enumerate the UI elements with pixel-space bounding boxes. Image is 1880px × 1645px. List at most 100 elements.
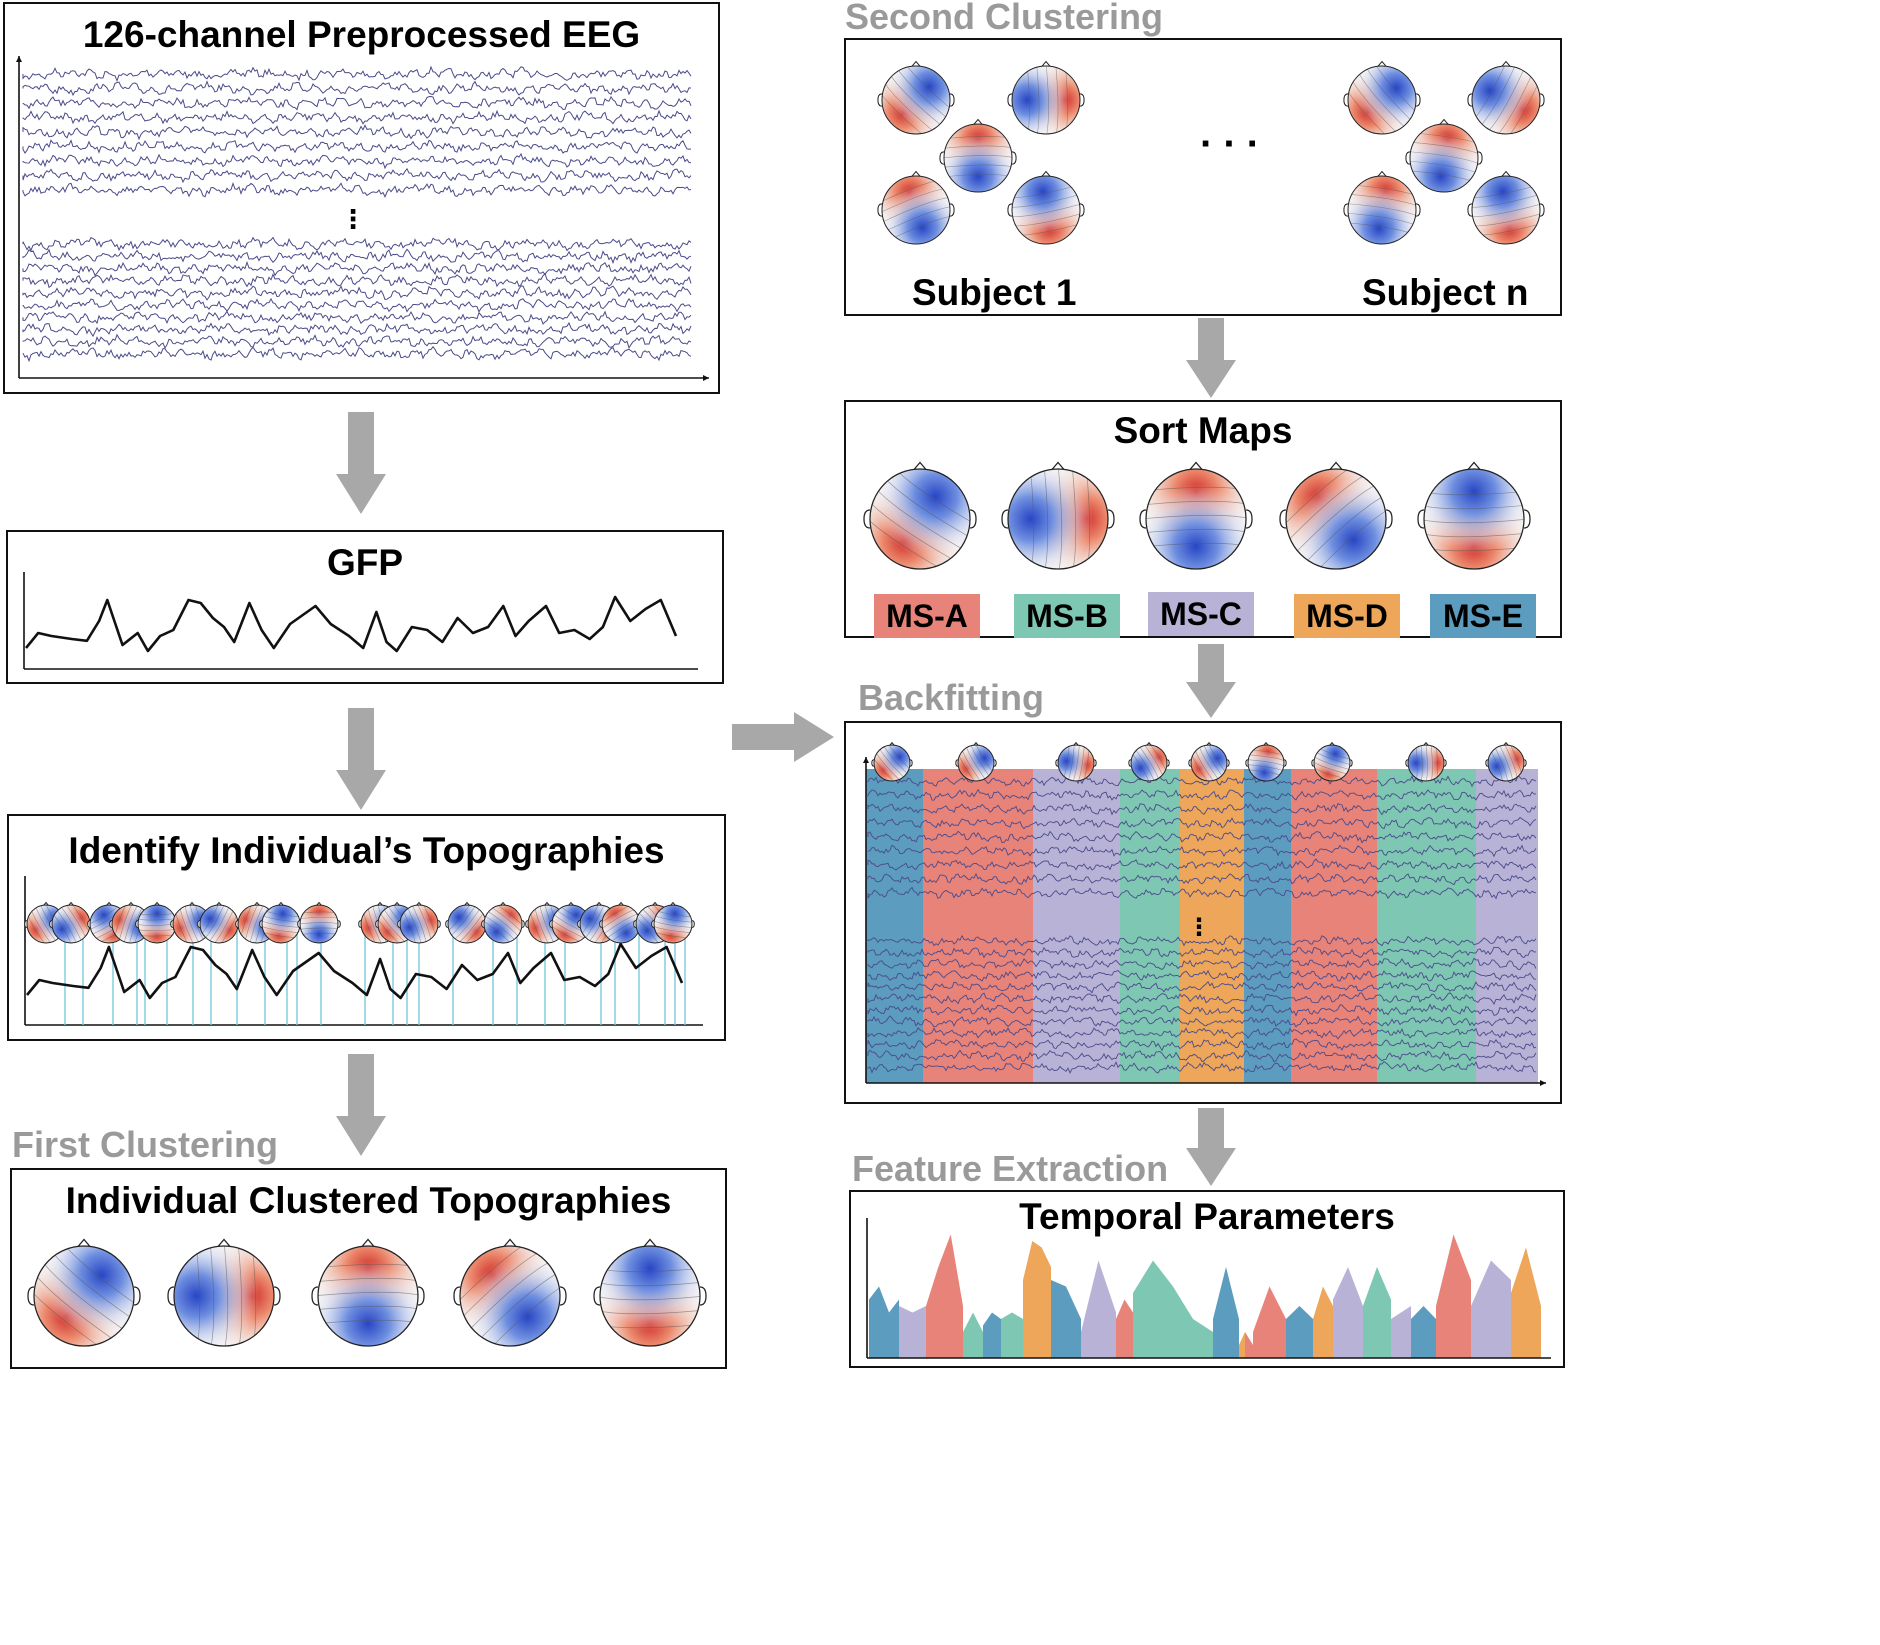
- eeg-channel-trace: [867, 788, 1537, 801]
- eeg-channel-trace: [22, 139, 692, 154]
- temporal-area: [1333, 1267, 1363, 1358]
- temporal-area: [1391, 1306, 1411, 1358]
- eeg-channel-trace: [867, 957, 1537, 971]
- identify-topographies: [24, 876, 703, 1026]
- clustered-topographies: [27, 1238, 707, 1347]
- subjects-ellipsis: ···: [1200, 122, 1270, 166]
- eeg-channel-trace: [867, 872, 1537, 886]
- second-clustering-panel: Subject 1 Subject n ···: [844, 38, 1562, 316]
- eeg-channel-trace: [867, 969, 1537, 982]
- eeg-channel-trace: [22, 321, 692, 338]
- eeg-channel-trace: [22, 284, 692, 301]
- temporal-area: [1436, 1234, 1471, 1358]
- temporal-area: [963, 1312, 983, 1358]
- eeg-channel-trace: [867, 946, 1537, 959]
- arrow-down-6: [1186, 1108, 1236, 1186]
- peak-topography: [481, 901, 525, 944]
- arrow-down-2: [336, 708, 386, 810]
- eeg-traces: [16, 56, 709, 381]
- ms-d-chip: MS-D: [1294, 594, 1400, 638]
- arrow-down-5: [1186, 644, 1236, 718]
- backfitting-panel: ⋮: [844, 721, 1562, 1104]
- arrow-down-1: [336, 412, 386, 514]
- identify-panel-title: Identify Individual’s Topographies: [68, 830, 665, 871]
- eeg-channel-trace: [867, 992, 1537, 1005]
- arrow-down-3: [336, 1054, 386, 1156]
- eeg-channel-trace: [867, 844, 1537, 858]
- backfit-map: [1311, 741, 1353, 782]
- temporal-area: [899, 1306, 926, 1358]
- second-clustering-label: Second Clustering: [845, 0, 1164, 37]
- subject-1-map: [939, 118, 1017, 193]
- eeg-channel-trace: [867, 858, 1537, 872]
- eeg-channel-trace: [867, 802, 1537, 816]
- eeg-channel-trace: [867, 1061, 1537, 1074]
- eeg-channel-trace: [22, 181, 692, 198]
- gfp-panel: GFP: [6, 530, 724, 684]
- eeg-channel-trace: [22, 297, 692, 313]
- eeg-channel-trace: [867, 934, 1537, 947]
- individual-clustered-panel: Individual Clustered Topographies: [10, 1168, 727, 1369]
- backfit-map: [871, 741, 913, 782]
- gfp-curve: [23, 572, 698, 670]
- eeg-channel-trace: [867, 886, 1537, 900]
- eeg-channel-trace: [867, 1038, 1537, 1052]
- ms-b-chip: MS-B: [1014, 594, 1120, 638]
- temporal-area: [1253, 1286, 1286, 1358]
- temporal-area: [926, 1234, 963, 1358]
- eeg-channel-trace: [22, 346, 692, 363]
- sort-map-b: [1001, 461, 1115, 570]
- sort-maps-panel: Sort Maps MS-A MS-B MS-C MS-D MS-E: [844, 400, 1562, 638]
- eeg-channel-trace: [22, 65, 692, 83]
- temporal-area: [1286, 1306, 1313, 1358]
- subject-n-map: [1343, 170, 1421, 245]
- eeg-channel-trace: [22, 95, 692, 111]
- peak-topography: [297, 901, 341, 944]
- backfitting-label: Backfitting: [858, 677, 1045, 718]
- eeg-panel-title: 126-channel Preprocessed EEG: [82, 14, 641, 55]
- eeg-channel-trace: [22, 333, 692, 349]
- clustered-map-3: [311, 1238, 425, 1347]
- sort-map-e: [1417, 461, 1531, 570]
- sort-maps-title: Sort Maps: [1113, 410, 1293, 451]
- temporal-area: [1313, 1286, 1333, 1358]
- subject-1-map: [1007, 170, 1085, 245]
- temporal-area: [1081, 1260, 1116, 1358]
- temporal-area: [1245, 1332, 1253, 1358]
- gfp-panel-title: GFP: [326, 542, 404, 583]
- peak-topography: [397, 901, 441, 944]
- temporal-area: [1511, 1247, 1541, 1358]
- eeg-channel-trace: [867, 816, 1537, 830]
- temporal-parameters-title: Temporal Parameters: [1019, 1196, 1395, 1237]
- clustered-map-1: [27, 1238, 141, 1347]
- subject-1-map: [1007, 60, 1085, 135]
- sort-maps-topographies: [863, 461, 1531, 570]
- eeg-channel-trace: [22, 152, 692, 170]
- temporal-area: [1023, 1241, 1051, 1358]
- plot-axes: [16, 56, 709, 381]
- peak-topography: [197, 901, 241, 944]
- peak-topography: [49, 901, 93, 944]
- eeg-channel-trace: [22, 124, 692, 141]
- backfit-map: [1055, 741, 1097, 782]
- temporal-area: [1116, 1299, 1133, 1358]
- backfit-map: [955, 741, 997, 782]
- subject-1-label: Subject 1: [912, 272, 1077, 313]
- subject-1-map: [877, 60, 955, 135]
- temporal-area: [869, 1286, 899, 1358]
- temporal-area: [1471, 1260, 1511, 1358]
- ms-a-chip: MS-A: [874, 594, 980, 638]
- sort-map-c: [1139, 461, 1253, 570]
- individual-clustered-title: Individual Clustered Topographies: [65, 1180, 672, 1221]
- subject-topographies: [877, 60, 1545, 245]
- identify-panel: Identify Individual’s Topographies: [7, 814, 726, 1041]
- eeg-channel-trace: [867, 980, 1537, 994]
- arrow-down-4: [1186, 318, 1236, 398]
- subject-n-map: [1467, 60, 1545, 135]
- sort-map-a: [863, 461, 977, 570]
- first-clustering-label: First Clustering: [12, 1124, 279, 1165]
- backfit-map: [1128, 741, 1170, 782]
- identify-gfp-trace: [25, 942, 684, 1000]
- eeg-channel-trace: [22, 272, 692, 289]
- eeg-channel-trace: [22, 248, 692, 265]
